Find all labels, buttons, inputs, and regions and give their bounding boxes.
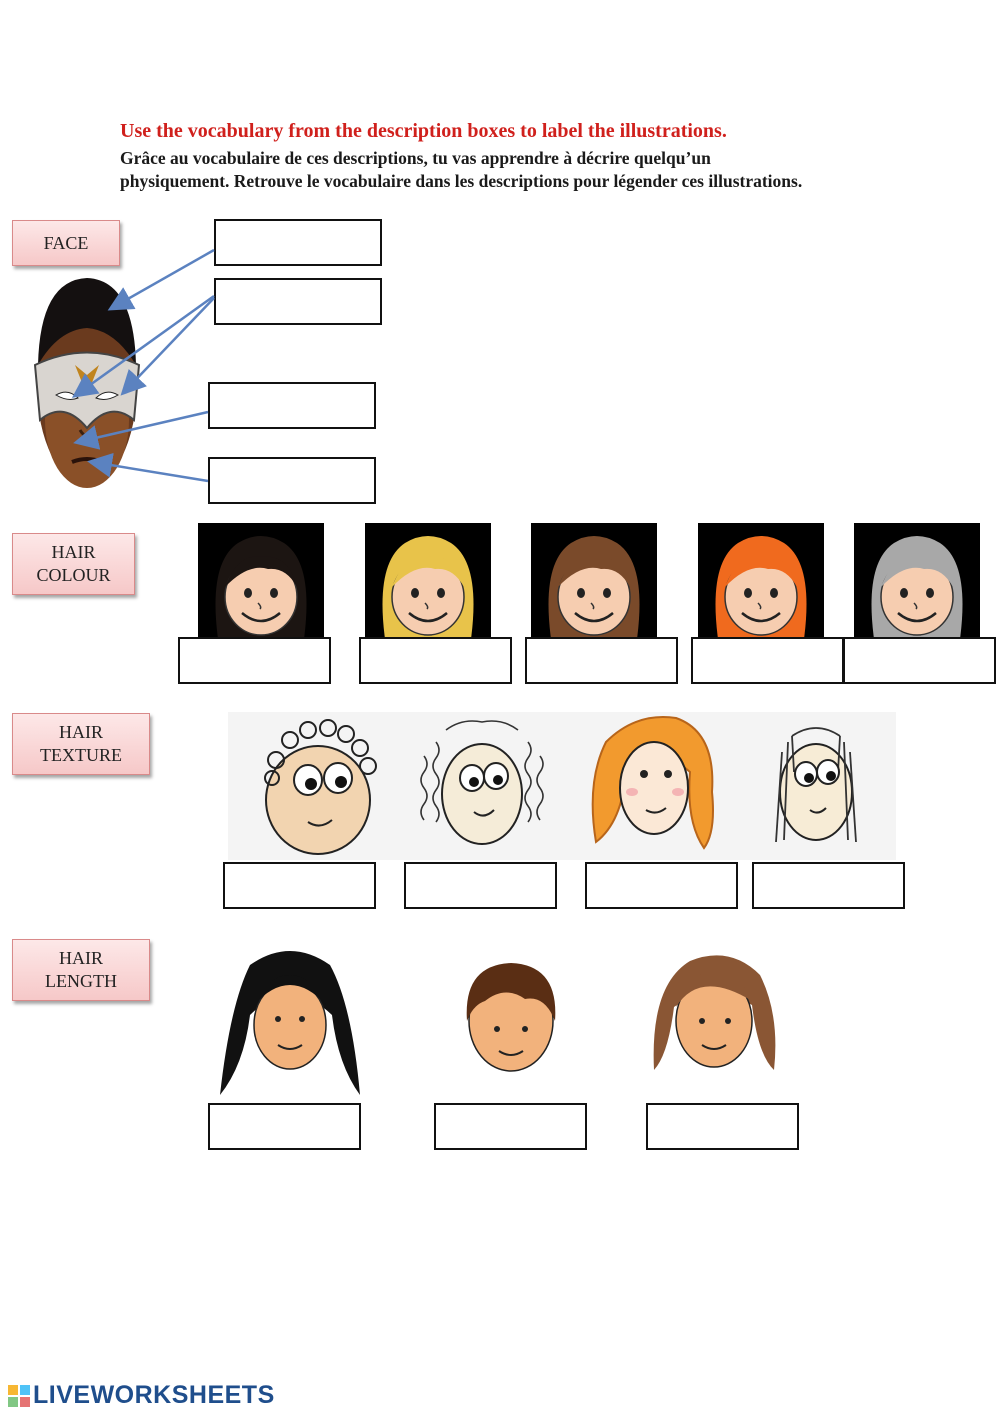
answer-box-texture-1[interactable] — [223, 862, 376, 909]
category-hair-length: HAIR LENGTH — [12, 939, 150, 1001]
hair-colour-face-2 — [365, 523, 491, 639]
hair-texture-illustration — [228, 712, 896, 860]
logo-text: LIVEWORKSHEETS — [33, 1381, 275, 1409]
hair-colour-face-4 — [698, 523, 824, 639]
answer-box-length-2[interactable] — [434, 1103, 587, 1150]
hair-length-illustration — [220, 951, 776, 1105]
answer-box-colour-4[interactable] — [691, 637, 844, 684]
answer-box-length-1[interactable] — [208, 1103, 361, 1150]
answer-box-colour-5[interactable] — [843, 637, 996, 684]
answer-box-face-2[interactable] — [214, 278, 382, 325]
answer-box-texture-3[interactable] — [585, 862, 738, 909]
answer-box-face-3[interactable] — [208, 382, 376, 429]
category-face: FACE — [12, 220, 120, 266]
hair-colour-face-3 — [531, 523, 657, 639]
hair-colour-face-5 — [854, 523, 980, 639]
answer-box-colour-2[interactable] — [359, 637, 512, 684]
instruction-text: Grâce au vocabulaire de ces descriptions… — [120, 148, 803, 191]
page-title: Use the vocabulary from the description … — [120, 120, 727, 142]
answer-box-face-4[interactable] — [208, 457, 376, 504]
superhero-face-illustration — [33, 278, 141, 488]
answer-box-length-3[interactable] — [646, 1103, 799, 1150]
hair-colour-face-1 — [198, 523, 324, 639]
answer-box-face-1[interactable] — [214, 219, 382, 266]
answer-box-texture-4[interactable] — [752, 862, 905, 909]
category-hair-texture: HAIR TEXTURE — [12, 713, 150, 775]
liveworksheets-logo: LIVEWORKSHEETS — [8, 1381, 275, 1410]
answer-box-colour-1[interactable] — [178, 637, 331, 684]
answer-box-texture-2[interactable] — [404, 862, 557, 909]
logo-icon — [8, 1384, 30, 1407]
category-hair-colour: HAIR COLOUR — [12, 533, 135, 595]
answer-box-colour-3[interactable] — [525, 637, 678, 684]
